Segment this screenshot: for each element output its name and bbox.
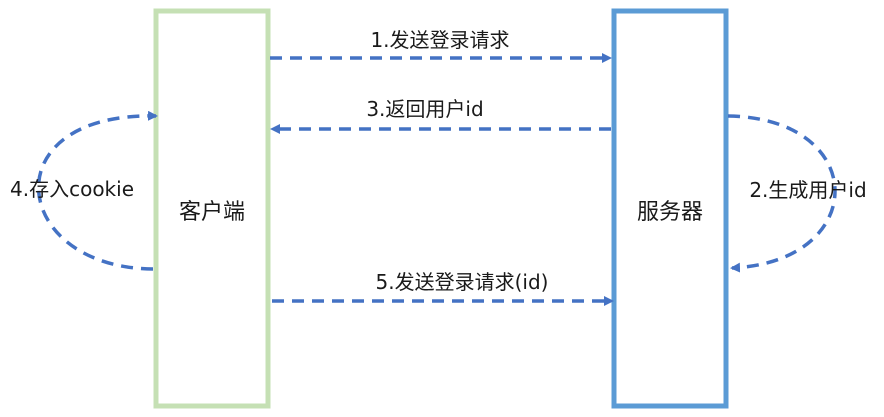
- server-box: [611, 8, 729, 409]
- label-send-login: 1.发送登录请求: [370, 28, 509, 52]
- arrow-store-cookie-loop: [36, 110, 158, 271]
- label-generate-id: 2.生成用户id: [749, 178, 866, 202]
- label-store-cookie: 4.存入cookie: [10, 177, 134, 201]
- label-return-id: 3.返回用户id: [366, 97, 483, 121]
- arrow-generate-id-loop: [727, 114, 837, 273]
- label-send-login-id: 5.发送登录请求(id): [376, 270, 549, 294]
- server-label: 服务器: [637, 200, 703, 225]
- client-label: 客户端: [179, 200, 245, 225]
- client-box: [153, 8, 271, 409]
